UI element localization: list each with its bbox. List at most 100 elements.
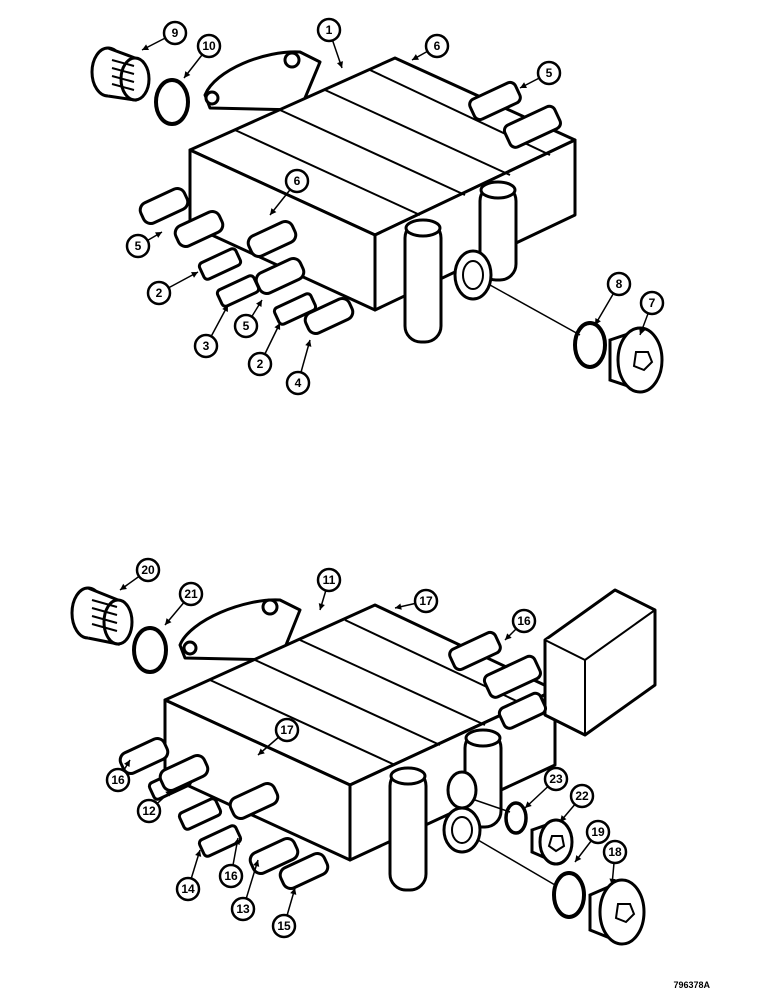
callout-circle xyxy=(136,798,162,824)
callout-circle xyxy=(413,588,439,614)
callout-6: 6 xyxy=(269,168,310,216)
callout-23: 23 xyxy=(524,766,569,809)
callout-circle xyxy=(316,567,342,593)
leader-arrowhead xyxy=(258,748,265,755)
callout-circle xyxy=(316,17,342,43)
callout-8: 8 xyxy=(594,271,632,326)
callout-circle xyxy=(271,913,297,939)
callout-11: 11 xyxy=(316,567,342,611)
plug-9 xyxy=(90,46,151,102)
callout-circle xyxy=(569,783,595,809)
control-valve-top xyxy=(138,50,577,344)
callout-19: 19 xyxy=(574,819,611,863)
leader-arrowhead xyxy=(560,815,567,822)
callout-circle xyxy=(284,168,310,194)
callout-circle xyxy=(193,333,219,359)
leader-arrowhead xyxy=(165,790,172,797)
callout-circle xyxy=(247,351,273,377)
assembly-guide-line xyxy=(489,284,581,336)
leader-arrowhead xyxy=(336,61,343,68)
callout-label: 23 xyxy=(549,772,563,786)
callout-10: 10 xyxy=(183,33,222,79)
leader-arrowhead xyxy=(305,340,312,347)
callout-circle xyxy=(178,581,204,607)
callout-label: 18 xyxy=(608,845,622,859)
callout-group: 1659106523524871117162021171612141613152… xyxy=(105,17,665,939)
callout-label: 5 xyxy=(243,319,250,333)
leader-arrowhead xyxy=(155,232,162,238)
leader-arrowhead xyxy=(253,860,260,867)
callout-circle xyxy=(196,33,222,59)
callout-9: 9 xyxy=(141,20,188,51)
leader-arrowhead xyxy=(609,878,616,885)
plug-22 xyxy=(530,818,574,866)
o-ring-23 xyxy=(504,801,528,835)
callout-label: 16 xyxy=(111,773,125,787)
callout-circle xyxy=(105,767,131,793)
callout-circle xyxy=(146,280,172,306)
assembly-guide-line xyxy=(474,799,511,813)
callout-label: 4 xyxy=(295,376,302,390)
callout-label: 13 xyxy=(236,902,250,916)
leader-arrowhead xyxy=(124,760,130,767)
callout-label: 20 xyxy=(141,563,155,577)
leader-arrowhead xyxy=(412,54,419,60)
leader-arrowhead xyxy=(274,323,281,330)
callout-circle xyxy=(175,876,201,902)
o-ring-19 xyxy=(552,871,586,919)
callout-label: 21 xyxy=(184,587,198,601)
callout-circle xyxy=(585,819,611,845)
callout-21: 21 xyxy=(164,581,204,626)
callout-circle xyxy=(285,370,311,396)
callout-label: 19 xyxy=(591,825,605,839)
callout-label: 6 xyxy=(294,174,301,188)
callout-circle xyxy=(543,766,569,792)
leader-arrowhead xyxy=(575,855,582,862)
callout-7: 7 xyxy=(639,290,665,336)
callout-1: 1 xyxy=(316,17,343,69)
leader-arrowhead xyxy=(256,300,262,307)
control-valve-bottom xyxy=(118,588,657,892)
callout-5: 5 xyxy=(233,299,263,339)
callout-circle xyxy=(511,608,537,634)
callout-label: 22 xyxy=(575,789,589,803)
callout-5: 5 xyxy=(125,231,163,259)
callout-label: 2 xyxy=(257,357,264,371)
plug-18 xyxy=(588,878,646,946)
plug-20 xyxy=(70,586,134,646)
callout-circle xyxy=(424,33,450,59)
callout-circle xyxy=(230,896,256,922)
callout-label: 16 xyxy=(224,869,238,883)
callout-label: 1 xyxy=(326,23,333,37)
o-ring-8 xyxy=(573,321,607,369)
leader-arrowhead xyxy=(142,44,149,50)
callout-13: 13 xyxy=(230,859,260,922)
leader-arrowhead xyxy=(120,583,127,590)
leader-arrowhead xyxy=(184,71,191,78)
callout-circle xyxy=(135,557,161,583)
plug-7 xyxy=(608,326,664,394)
o-ring-21 xyxy=(132,626,168,674)
leader-arrowhead xyxy=(520,82,527,88)
callout-label: 15 xyxy=(277,919,291,933)
callout-2: 2 xyxy=(146,271,199,306)
callout-label: 9 xyxy=(172,26,179,40)
drawing-reference-code: 796378A xyxy=(673,980,710,990)
callout-circle xyxy=(162,20,188,46)
callout-label: 14 xyxy=(181,882,195,896)
callout-3: 3 xyxy=(193,304,229,359)
callout-label: 7 xyxy=(649,296,656,310)
callout-12: 12 xyxy=(136,789,173,824)
callout-16: 16 xyxy=(218,837,244,889)
leader-arrowhead xyxy=(395,603,402,610)
callout-circle xyxy=(125,233,151,259)
callout-label: 11 xyxy=(323,573,336,587)
leader-arrowhead xyxy=(233,838,240,845)
leader-arrowhead xyxy=(290,888,297,895)
leader-arrowhead xyxy=(222,305,228,312)
callout-label: 10 xyxy=(202,39,216,53)
callout-circle xyxy=(536,60,562,86)
callout-17: 17 xyxy=(257,717,300,756)
callout-label: 12 xyxy=(142,804,156,818)
